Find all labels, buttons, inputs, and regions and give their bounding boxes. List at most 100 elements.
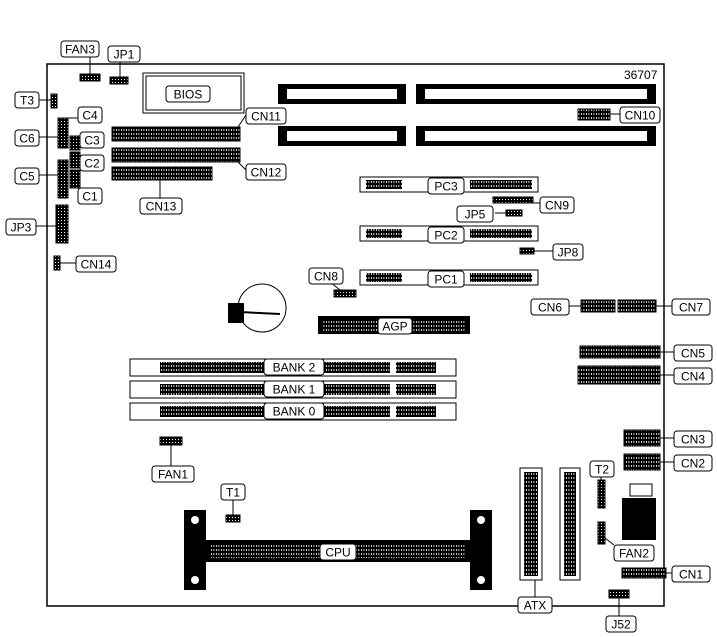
label-t2: T2: [589, 460, 615, 478]
label-c2: C2: [79, 154, 105, 172]
label-box-bank0: [263, 402, 325, 420]
fan2-header: [597, 521, 606, 545]
label-box-atx: [517, 596, 553, 614]
label-text-bank2: BANK 2: [273, 361, 316, 375]
j52-header: [608, 589, 630, 599]
label-box-cn13: [139, 197, 183, 215]
label-box-cn3: [673, 430, 713, 448]
cn6-connector: [580, 299, 616, 313]
label-text-t3: T3: [20, 94, 34, 108]
leader-lines: [36, 54, 674, 616]
c4-header: [57, 117, 69, 149]
label-text-cn4: CN4: [681, 370, 705, 384]
label-box-fan3: [60, 40, 100, 58]
label-text-cpu: CPU: [325, 546, 350, 560]
cn10-header: [577, 108, 611, 121]
label-box-cn8: [308, 267, 344, 285]
label-cn8: CN8: [308, 267, 344, 285]
label-box-c3: [79, 131, 105, 149]
label-cn5: CN5: [673, 344, 713, 362]
jp5-jumper: [505, 209, 523, 217]
c2-header: [69, 151, 81, 169]
label-text-fan2: FAN2: [619, 547, 649, 561]
label-text-cn9: CN9: [545, 199, 569, 213]
jp1-jumper: [109, 76, 129, 85]
label-box-cn1: [671, 565, 711, 583]
label-box-cn4: [673, 367, 713, 385]
label-box-pc2: [427, 226, 465, 244]
label-text-pc1: PC1: [434, 273, 458, 287]
label-bios: BIOS: [165, 85, 211, 103]
t3-jumper: [50, 93, 58, 109]
c3-header: [69, 135, 81, 151]
label-text-cn12: CN12: [251, 166, 282, 180]
label-cn13: CN13: [139, 197, 183, 215]
label-box-bios: [165, 85, 211, 103]
cn11-connector: [111, 126, 241, 142]
label-text-c2: C2: [84, 157, 100, 171]
label-text-atx: ATX: [524, 599, 546, 613]
label-text-j52: J52: [611, 618, 631, 632]
label-box-jp5: [456, 205, 494, 223]
label-box-c2: [79, 154, 105, 172]
jp3-header: [55, 204, 69, 244]
label-box-cpu: [319, 543, 357, 561]
label-text-cn5: CN5: [681, 347, 705, 361]
label-box-cn9: [539, 196, 575, 214]
label-text-cn11: CN11: [251, 110, 281, 124]
battery: [228, 283, 287, 333]
label-text-cn7: CN7: [679, 301, 703, 315]
label-j52: J52: [605, 615, 637, 633]
label-cn10: CN10: [619, 106, 661, 124]
label-text-cn14: CN14: [81, 258, 112, 272]
label-text-jp1: JP1: [114, 48, 135, 62]
cn1-connector: [621, 567, 667, 579]
label-box-j52: [605, 615, 637, 633]
label-cn6: CN6: [530, 298, 570, 316]
label-text-fan3: FAN3: [65, 43, 95, 57]
label-text-cn3: CN3: [681, 433, 705, 447]
label-box-cn14: [75, 255, 117, 273]
label-text-c3: C3: [84, 134, 100, 148]
fan1-header: [159, 436, 183, 446]
label-t1: T1: [220, 483, 246, 501]
cn14-header: [53, 255, 61, 271]
label-cn11: CN11: [245, 107, 287, 125]
label-box-cn7: [671, 298, 711, 316]
label-text-pc3: PC3: [434, 180, 458, 194]
label-c3: C3: [79, 131, 105, 149]
jp8-jumper: [519, 247, 535, 255]
label-pc2: PC2: [427, 226, 465, 244]
cn12-connector: [111, 147, 241, 163]
label-bank2: BANK 2: [263, 358, 325, 376]
atx-power-connector: [519, 467, 581, 581]
cn9-header: [492, 196, 534, 204]
label-c4: C4: [77, 106, 103, 124]
label-cn9: CN9: [539, 196, 575, 214]
label-text-bank1: BANK 1: [273, 383, 316, 397]
label-bank1: BANK 1: [263, 380, 325, 398]
label-fan3: FAN3: [60, 40, 100, 58]
c1-header: [69, 169, 81, 189]
label-cn1: CN1: [671, 565, 711, 583]
label-pc3: PC3: [427, 177, 465, 195]
label-jp5: JP5: [456, 205, 494, 223]
label-jp3: JP3: [5, 218, 37, 236]
cn2-connector: [623, 453, 661, 471]
label-text-c1: C1: [82, 190, 98, 204]
label-fan2: FAN2: [613, 544, 655, 562]
cn13-connector: [111, 166, 213, 181]
label-jp1: JP1: [107, 45, 141, 63]
figure-number: 36707: [624, 68, 658, 82]
label-text-bank0: BANK 0: [273, 405, 316, 419]
label-text-cn1: CN1: [679, 568, 703, 582]
label-box-c4: [77, 106, 103, 124]
label-box-jp8: [552, 243, 584, 261]
t2-jumper: [597, 479, 606, 509]
cn5-connector: [579, 345, 661, 359]
label-box-fan1: [151, 465, 195, 483]
label-box-jp1: [107, 45, 141, 63]
label-box-c1: [77, 187, 103, 205]
